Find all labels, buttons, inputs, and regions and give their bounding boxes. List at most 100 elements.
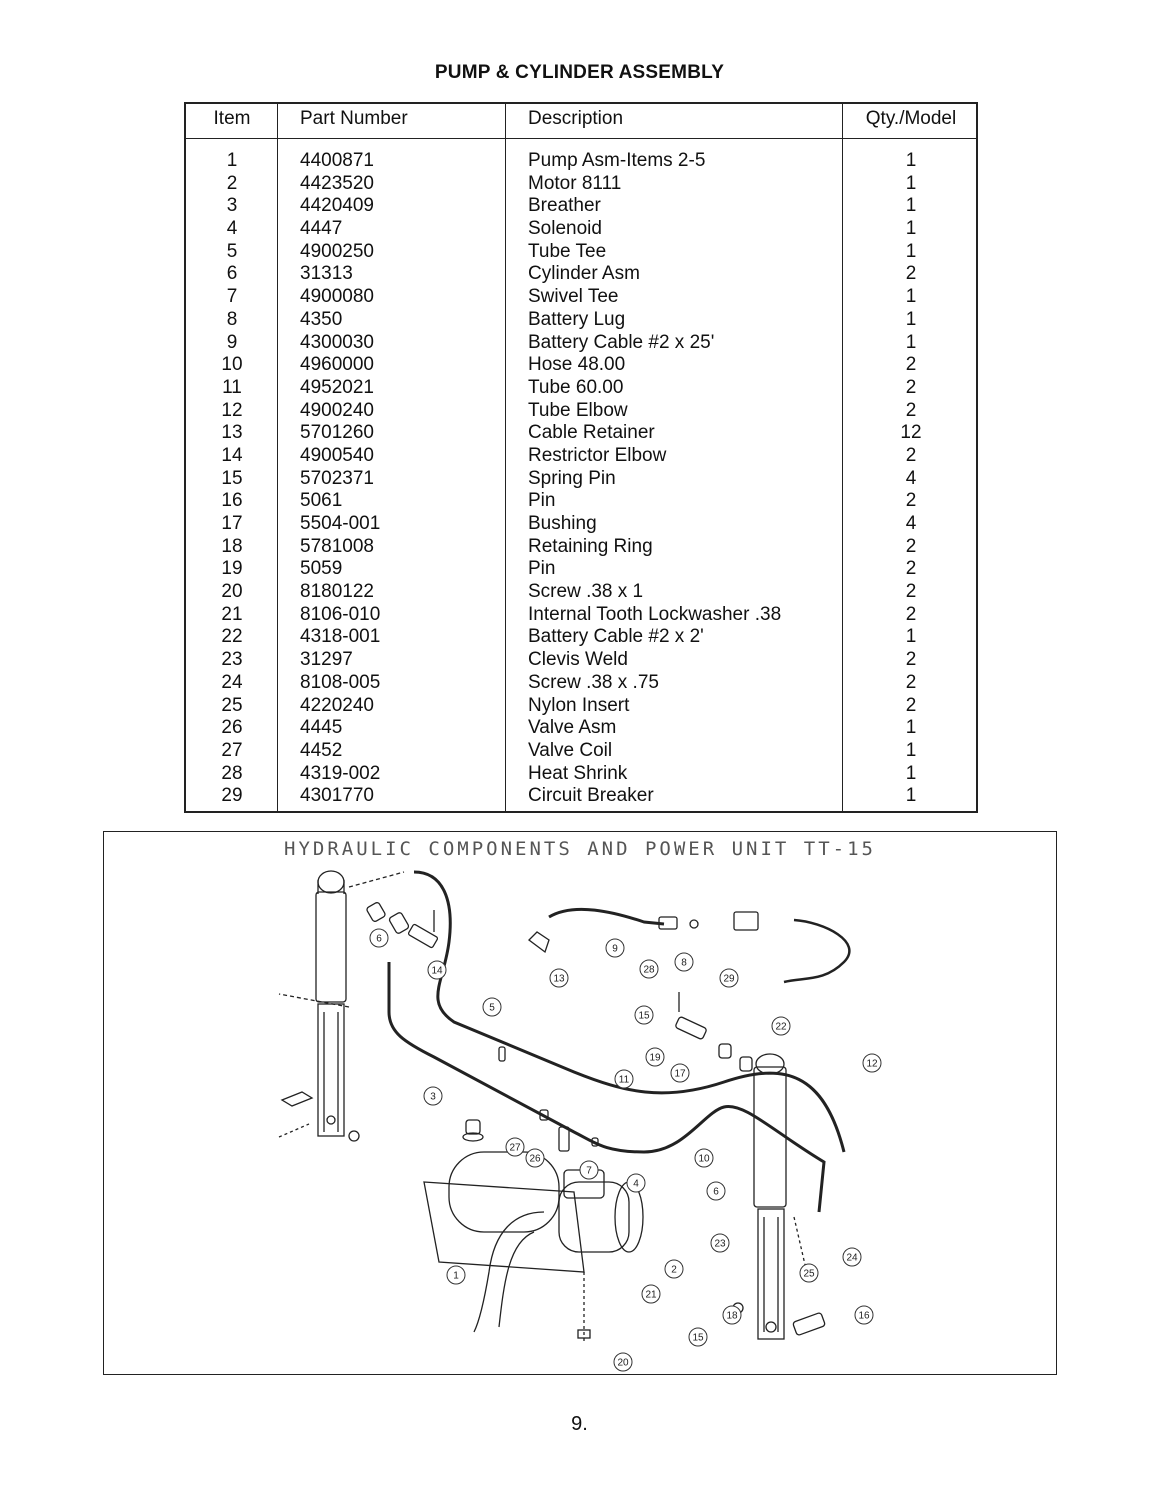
table-cell-desc: Solenoid [528,218,602,240]
callout-bubble [842,1247,862,1267]
table-cell-item: 25 [221,694,243,716]
table-cell-qty: 2 [905,535,917,557]
table-cell-qty: 12 [900,422,922,444]
table-cell-part: 4350 [300,308,343,330]
table-cell-part: 8180122 [300,581,374,603]
diagram-title: HYDRAULIC COMPONENTS AND POWER UNIT TT-1… [284,838,876,860]
table-cell-desc: Cylinder Asm [528,263,640,285]
callout-label: 16 [858,1311,870,1322]
table-cell-item: 8 [226,308,238,330]
callout-bubble [482,997,502,1017]
table-cell-part: 8106-010 [300,603,381,625]
table-cell-item: 9 [226,331,238,353]
breather-shape [465,1119,481,1135]
callout-bubble [613,1352,633,1372]
table-cell-item: 27 [221,739,243,761]
callout-label: 6 [376,934,382,945]
table-cell-part: 5701260 [300,422,374,444]
callout-bubble [634,1005,654,1025]
table-cell-item: 18 [221,535,243,557]
hydraulic-schematic: 1234566789101112131415151617181920212223… [278,870,882,1372]
header-item: Item [213,108,251,129]
table-cell-part: 5702371 [300,467,374,489]
table-cell-desc: Screw .38 x 1 [528,581,644,603]
callout-label: 15 [638,1011,650,1022]
table-cell-desc: Internal Tooth Lockwasher .38 [528,603,782,625]
table-cell-item: 12 [221,399,243,421]
header-divider [186,138,976,139]
table-cell-item: 19 [221,558,243,580]
table-cell-desc: Restrictor Elbow [528,444,667,466]
table-cell-item: 11 [222,376,242,398]
table-cell-desc: Battery Lug [528,308,626,330]
callout-label: 24 [846,1253,858,1264]
motor-shape [558,1181,630,1253]
table-cell-qty: 4 [905,467,917,489]
callout-bubble [688,1327,708,1347]
table-cell-desc: Motor 8111 [528,172,622,194]
table-cell-qty: 1 [905,717,917,739]
table-cell-part: 5781008 [300,535,374,557]
callout-bubble [670,1063,690,1083]
table-cell-desc: Cable Retainer [528,422,655,444]
table-cell-part: 4318-001 [300,626,381,648]
table-cell-part: 4400871 [300,150,374,171]
table-cell-item: 10 [221,354,243,376]
callout-label: 22 [775,1022,787,1033]
column-divider [505,104,506,811]
table-cell-qty: 1 [905,218,917,240]
right-cylinder-body [753,1066,787,1208]
table-cell-desc: Heat Shrink [528,762,628,784]
callout-bubble [664,1259,684,1279]
table-cell-desc: Breather [528,195,601,217]
table-cell-part: 31313 [300,263,353,285]
left-clevis [317,1003,345,1137]
table-cell-qty: 1 [905,195,917,217]
table-cell-item: 26 [221,717,243,739]
table-cell-qty: 2 [905,376,917,398]
callout-bubble [423,1086,443,1106]
callout-label: 29 [723,974,735,985]
callout-bubble [639,959,659,979]
callout-label: 21 [645,1290,657,1301]
table-cell-item: 5 [226,240,238,262]
callout-label: 12 [866,1059,878,1070]
callout-bubble [505,1137,525,1157]
page-title: PUMP & CYLINDER ASSEMBLY [434,62,725,83]
table-cell-qty: 1 [905,240,917,262]
callout-label: 20 [617,1358,629,1369]
table-cell-desc: Pump Asm-Items 2-5 [528,150,706,171]
callout-label: 28 [643,965,655,976]
callout-label: 15 [692,1333,704,1344]
parts-table: Item Part Number Description Qty./Model … [184,102,978,813]
table-cell-qty: 2 [905,490,917,512]
table-cell-item: 28 [221,762,243,784]
callout-bubble [525,1148,545,1168]
table-cell-part: 4900540 [300,444,374,466]
table-cell-part: 4420409 [300,195,374,217]
callout-bubble [446,1265,466,1285]
callout-bubble [674,952,694,972]
callout-label: 25 [803,1269,815,1280]
table-cell-item: 2 [226,172,238,194]
table-cell-qty: 2 [905,444,917,466]
table-cell-desc: Circuit Breaker [528,785,654,807]
table-cell-qty: 1 [905,172,917,194]
table-cell-desc: Pin [528,490,556,512]
table-cell-qty: 2 [905,558,917,580]
table-cell-part: 4445 [300,717,343,739]
callout-bubble [710,1233,730,1253]
table-cell-item: 16 [221,490,243,512]
table-cell-item: 3 [226,195,238,217]
callout-bubble [626,1173,646,1193]
callout-label: 27 [509,1143,521,1154]
table-cell-desc: Clevis Weld [528,649,628,671]
table-cell-desc: Retaining Ring [528,535,653,557]
table-cell-item: 6 [226,263,238,285]
table-cell-desc: Screw .38 x .75 [528,671,659,693]
callout-bubble [579,1160,599,1180]
table-cell-desc: Battery Cable #2 x 25' [528,331,715,353]
table-cell-desc: Tube Tee [528,240,607,262]
